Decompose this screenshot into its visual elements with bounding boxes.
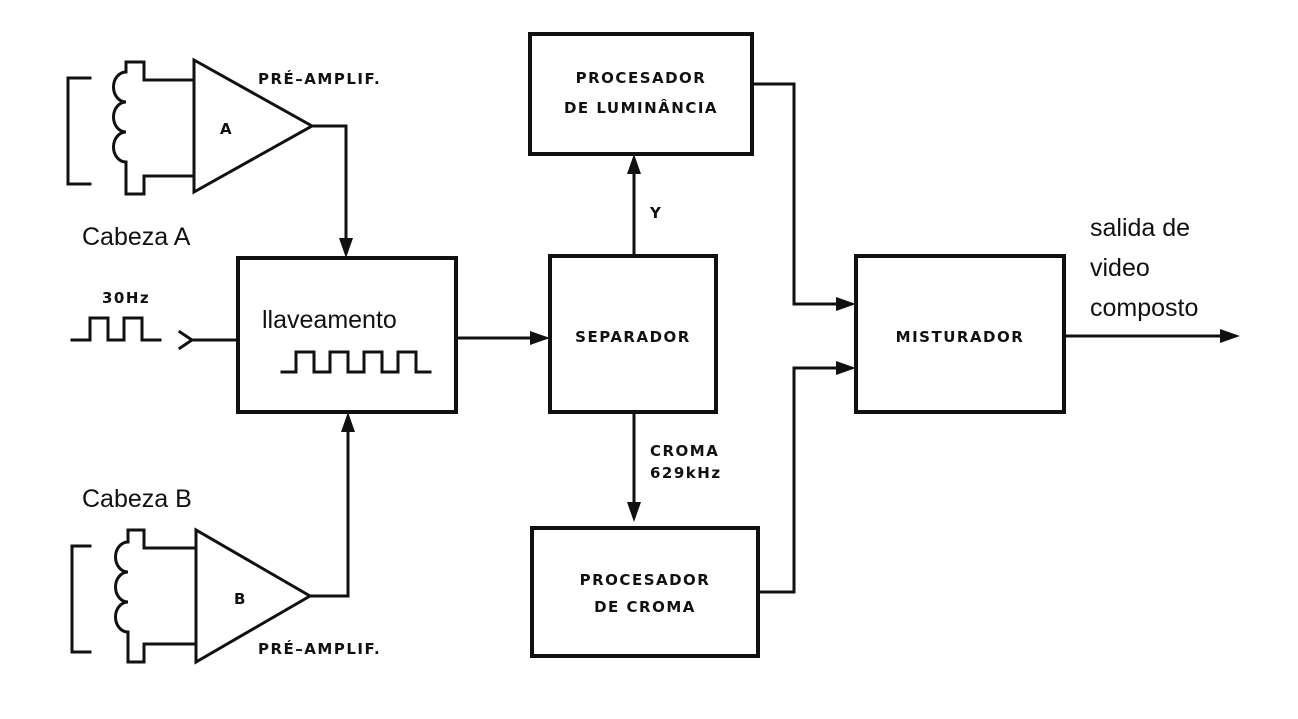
head-a-core [66, 76, 92, 186]
head-a: A PRÉ–AMPLIF. [66, 57, 381, 196]
head-b-coil [114, 528, 146, 664]
chroma-processor-box [530, 526, 760, 658]
luma-processor-box [528, 32, 754, 156]
mixer-box [854, 254, 1066, 414]
amp-a-output-line [310, 124, 348, 242]
head-b-lead-bottom [142, 642, 198, 664]
switch-label: llaveamento [262, 306, 397, 334]
amp-b-label: B [234, 590, 245, 608]
amp-b-triangle [194, 527, 313, 665]
arrow-into-switch-top [339, 238, 353, 258]
y-label: Y [649, 204, 662, 222]
input-chevron [177, 329, 195, 351]
square-wave-input [70, 316, 162, 342]
luma-processor-line2: DE LUMINÂNCIA [564, 98, 718, 117]
separator-label: SEPARADOR [575, 328, 691, 346]
output-arrow [1220, 329, 1240, 343]
chroma-processor-line1: PROCESADOR [580, 571, 711, 589]
head-a-lead-bottom [142, 174, 196, 196]
amp-a-label: A [220, 120, 232, 138]
arrow-into-mixer-top [836, 297, 856, 311]
head-a-coil [112, 60, 146, 196]
arrow-into-chroma [627, 502, 641, 522]
freq-label: 30Hz [102, 289, 150, 307]
output-label-line1: salida de [1090, 214, 1190, 242]
switch-square-wave [280, 350, 432, 374]
amp-a-caption: PRÉ–AMPLIF. [258, 69, 381, 88]
amp-b-output-line [308, 428, 350, 598]
arrow-into-switch-bottom [341, 412, 355, 432]
separator-box [548, 254, 718, 414]
head-a-label: Cabeza A [82, 223, 191, 251]
chroma-to-mixer-line [756, 366, 838, 594]
switch-box [236, 256, 458, 414]
arrow-into-mixer-bottom [836, 361, 856, 375]
head-b: B PRÉ–AMPLIF. [70, 527, 381, 665]
head-a-lead [142, 60, 196, 82]
luma-to-mixer-line [750, 82, 838, 306]
arrow-into-luma [627, 154, 641, 174]
chroma-processor-line2: DE CROMA [594, 598, 696, 616]
arrow-into-separator [530, 331, 550, 345]
head-b-lead [142, 528, 198, 550]
mixer-label: MISTURADOR [896, 328, 1025, 346]
chroma-label: CROMA [650, 442, 719, 460]
luma-processor-line1: PROCESADOR [576, 69, 707, 87]
amp-a-triangle [192, 57, 316, 195]
amp-b-caption: PRÉ–AMPLIF. [258, 639, 381, 658]
output-label-line2: video [1090, 254, 1150, 282]
head-b-core [70, 544, 92, 654]
chroma-freq-label: 629kHz [650, 464, 722, 482]
output-label-line3: composto [1090, 294, 1198, 322]
head-b-label: Cabeza B [82, 485, 192, 513]
